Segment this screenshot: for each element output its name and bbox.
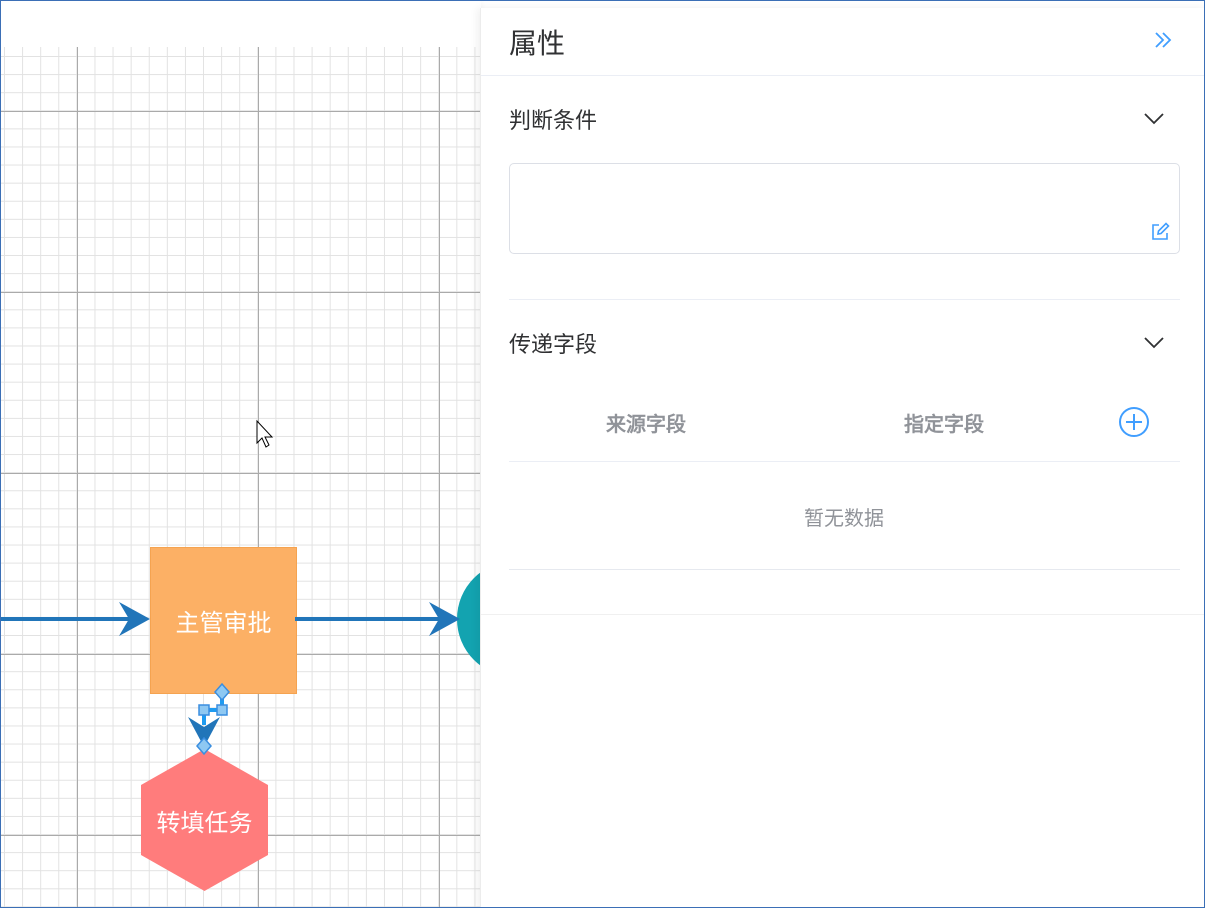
node-hexagon-label: 转填任务 — [156, 808, 253, 837]
double-chevron-right-icon[interactable] — [1150, 27, 1176, 53]
empty-data-text: 暂无数据 — [804, 506, 884, 530]
table-header-divider — [509, 461, 1180, 462]
flow-canvas[interactable]: 主管审批 转填任务 — [1, 47, 481, 907]
column-header-source: 来源字段 — [606, 412, 686, 436]
condition-section-title[interactable]: 判断条件 — [509, 109, 598, 134]
edge-to-circle[interactable] — [295, 602, 460, 636]
fields-section-title[interactable]: 传递字段 — [509, 333, 598, 358]
section-divider — [509, 299, 1180, 300]
table-bottom-divider — [509, 569, 1180, 570]
column-header-target: 指定字段 — [904, 412, 984, 436]
chevron-down-icon[interactable] — [1143, 336, 1165, 350]
edge-handle-target[interactable] — [196, 736, 212, 756]
circle-shape — [457, 572, 481, 666]
panel-header: 属性 — [481, 8, 1204, 76]
panel-bottom-border — [481, 614, 1204, 615]
condition-input[interactable] — [509, 163, 1180, 254]
node-circle-end[interactable] — [457, 561, 481, 677]
canvas-toolbar-strip — [1, 1, 481, 47]
add-circle-icon[interactable] — [1118, 406, 1150, 438]
chevron-down-icon[interactable] — [1143, 112, 1165, 126]
edge-selected[interactable] — [188, 682, 230, 756]
edge-handle-bend[interactable] — [198, 704, 210, 716]
node-hexagon[interactable]: 转填任务 — [141, 749, 268, 891]
properties-panel: 属性 判断条件 传递字段 来源字段 指定字段 — [480, 8, 1204, 907]
edge-incoming[interactable] — [1, 602, 150, 636]
panel-title: 属性 — [509, 27, 566, 60]
edge-handle-corner[interactable] — [216, 704, 228, 716]
edges-layer — [1, 419, 460, 756]
edge-handle-source[interactable] — [214, 682, 230, 702]
hexagon-shape — [141, 749, 268, 891]
mouse-cursor-icon — [256, 419, 274, 448]
edit-icon[interactable] — [1150, 222, 1170, 242]
node-approval[interactable]: 主管审批 — [150, 547, 297, 694]
node-approval-label: 主管审批 — [175, 609, 272, 637]
